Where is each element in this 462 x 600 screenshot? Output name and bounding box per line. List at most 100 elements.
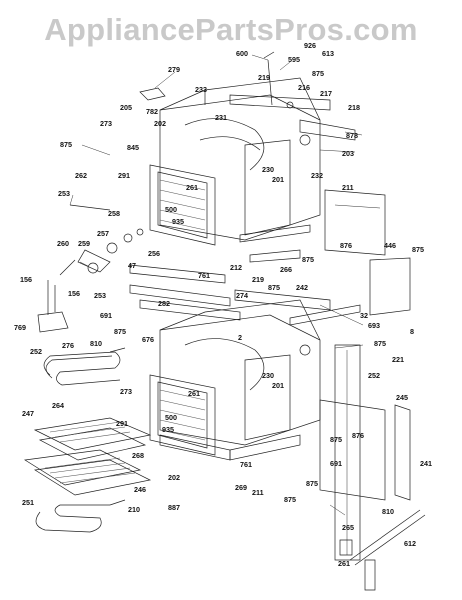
part-label: 282 [158,299,170,308]
part-label: 247 [22,409,34,418]
part-label: 8 [410,327,414,336]
part-label: 252 [368,371,380,380]
part-label: 245 [396,393,408,402]
part-label: 875 [312,69,324,78]
part-label: 202 [168,473,180,482]
part-label: 273 [120,387,132,396]
right-side-panel-upper [324,189,411,316]
broiler-pan-rack [23,417,152,496]
part-label: 205 [120,103,132,112]
part-label: 257 [97,229,109,238]
part-label: 230 [262,371,274,380]
part-label: 268 [132,451,144,460]
part-label: 876 [352,431,364,440]
part-label: 203 [342,149,354,158]
part-label: 761 [198,271,210,280]
part-label: 810 [382,507,394,516]
part-label: 261 [188,389,200,398]
part-label: 47 [128,261,136,270]
part-label: 210 [128,505,140,514]
bake-element [35,499,126,533]
part-label: 241 [420,459,432,468]
middle-trim-rails [129,224,361,326]
part-label: 810 [90,339,102,348]
part-label: 221 [392,355,404,364]
part-label: 875 [412,245,424,254]
part-label: 260 [57,239,69,248]
part-label: 233 [195,85,207,94]
part-number-labels: 600 926 613 595 875 279 219 216 217 218 … [14,41,432,568]
part-label: 274 [236,291,248,300]
part-label: 612 [404,539,416,548]
part-label: 782 [146,107,158,116]
part-label: 264 [52,401,64,410]
part-label: 875 [60,140,72,149]
left-small-parts [37,204,144,333]
part-label: 156 [68,289,80,298]
part-label: 769 [14,323,26,332]
part-label: 262 [75,171,87,180]
part-label: 258 [108,209,120,218]
upper-oven-cavity [139,51,321,246]
part-label: 875 [284,495,296,504]
part-label: 613 [322,49,334,58]
part-label: 273 [100,119,112,128]
right-side-panel-lower [319,344,411,561]
bottom-right-parts [339,509,426,591]
part-label: 878 [346,131,358,140]
part-label: 251 [22,498,34,507]
part-label: 32 [360,311,368,320]
part-label: 875 [306,479,318,488]
part-label: 231 [215,113,227,122]
part-label: 201 [272,175,284,184]
top-vent-trim [229,94,356,141]
part-label: 218 [348,103,360,112]
part-label: 269 [235,483,247,492]
part-label: 887 [168,503,180,512]
part-label: 276 [62,341,74,350]
part-label: 876 [340,241,352,250]
part-label: 446 [384,241,396,250]
part-label: 266 [280,265,292,274]
part-label: 230 [262,165,274,174]
part-label: 256 [148,249,160,258]
part-label: 691 [330,459,342,468]
part-label: 253 [58,189,70,198]
part-label: 242 [296,283,308,292]
part-label: 259 [78,239,90,248]
part-label: 761 [240,460,252,469]
lower-oven-cavity [149,299,321,461]
part-label: 261 [186,183,198,192]
part-label: 211 [342,183,354,192]
part-label: 2 [238,333,242,342]
part-label: 693 [368,321,380,330]
leader-lines [69,54,364,516]
part-label: 212 [230,263,242,272]
part-label: 500 [165,205,177,214]
part-label: 156 [20,275,32,284]
part-label: 500 [165,413,177,422]
part-label: 875 [330,435,342,444]
part-label: 845 [127,143,139,152]
part-label: 875 [114,327,126,336]
watermark: AppliancePartsPros.com [44,12,418,47]
part-label: 202 [154,119,166,128]
part-label: 211 [252,488,264,497]
part-label: 217 [320,89,332,98]
part-label: 935 [172,217,184,226]
part-label: 201 [272,381,284,390]
part-label: 265 [342,523,354,532]
broil-element [43,347,126,386]
part-label: 600 [236,49,248,58]
part-label: 246 [134,485,146,494]
part-label: 291 [116,419,128,428]
part-label: 216 [298,83,310,92]
part-label: 691 [100,311,112,320]
part-label: 875 [302,255,314,264]
part-label: 676 [142,335,154,344]
part-label: 232 [311,171,323,180]
part-label: 252 [30,347,42,356]
part-label: 595 [288,55,300,64]
part-label: 926 [304,41,316,50]
